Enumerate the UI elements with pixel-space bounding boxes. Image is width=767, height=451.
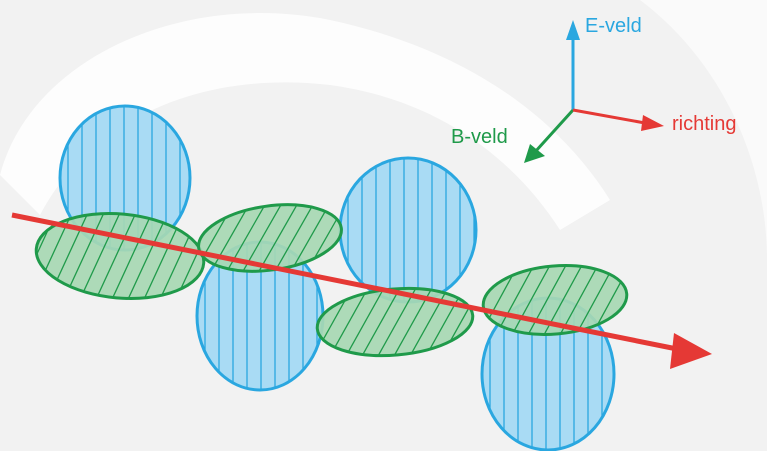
direction-label: richting bbox=[672, 113, 736, 135]
e-field-lobe bbox=[338, 156, 478, 304]
b-field-label: B-veld bbox=[451, 126, 508, 148]
background-watermark bbox=[0, 13, 610, 230]
e-field-axis-arrowhead bbox=[566, 20, 580, 40]
e-field-label: E-veld bbox=[585, 15, 642, 37]
direction-axis-arrowhead bbox=[641, 115, 664, 131]
direction-axis-arrow bbox=[572, 108, 646, 125]
b-field-axis-arrowhead bbox=[524, 144, 545, 163]
b-field-axis-arrow bbox=[533, 108, 575, 154]
b-field-lobe bbox=[480, 259, 630, 341]
propagation-arrow bbox=[11, 212, 712, 369]
axes-legend: E-veld B-veld richting bbox=[451, 15, 736, 163]
b-field-lobe bbox=[32, 206, 208, 306]
